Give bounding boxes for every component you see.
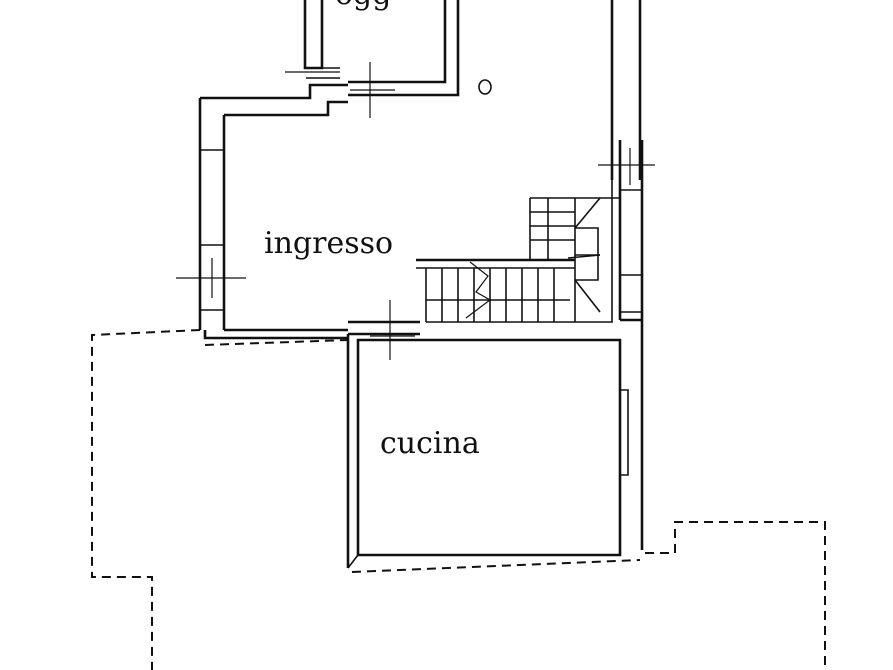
top-room-walls: [303, 0, 642, 180]
column-marker: [478, 79, 492, 95]
cross-marks: [176, 62, 655, 360]
kitchen-walls: [346, 318, 642, 569]
exterior-boundary-dashed: [91, 329, 826, 670]
entrance-label: ingresso: [264, 226, 393, 261]
top-room-label: ogg: [335, 0, 391, 12]
kitchen-label: cucina: [380, 426, 480, 461]
entrance-walls: [198, 67, 644, 550]
staircase: [416, 180, 620, 323]
